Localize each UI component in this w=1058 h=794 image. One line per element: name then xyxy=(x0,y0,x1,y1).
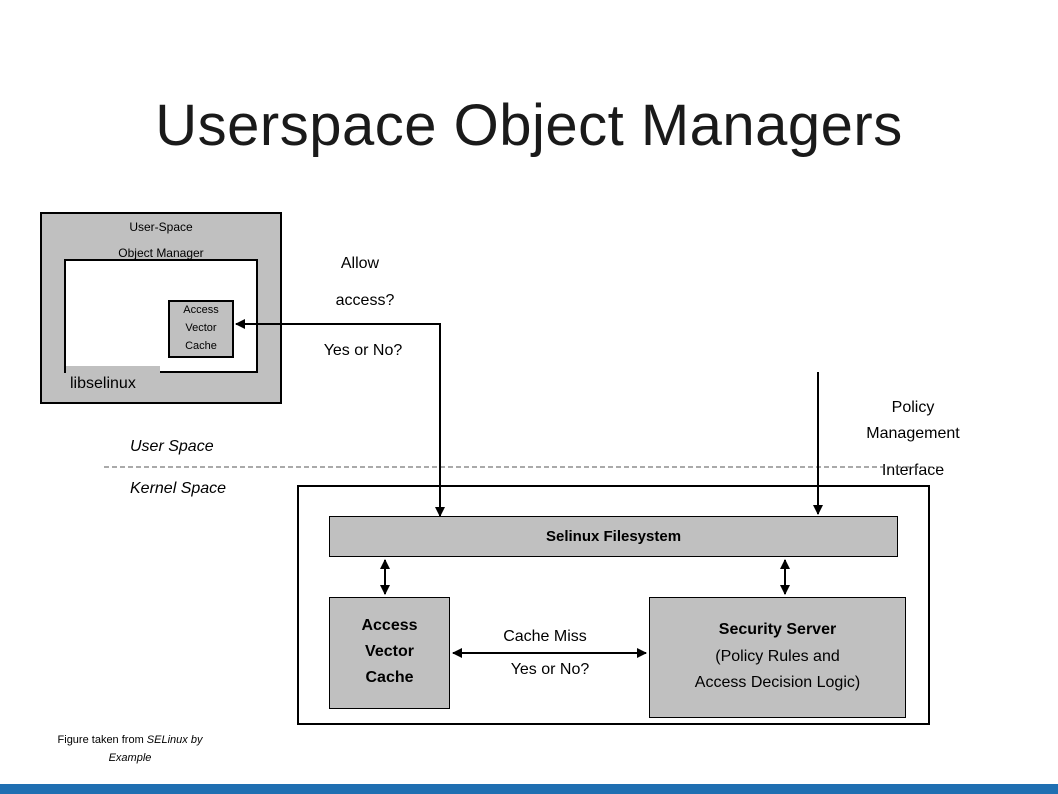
userspace-avc-label-3: Cache xyxy=(185,340,217,352)
user-space-label: User Space xyxy=(130,438,214,455)
security-server-box xyxy=(649,597,906,718)
query-label-1: Allow xyxy=(340,255,380,272)
userspace-manager-label-2: Object Manager xyxy=(118,246,204,260)
page-title: Userspace Object Managers xyxy=(155,93,903,158)
userspace-avc-box xyxy=(168,300,234,358)
figure-caption-line-2: Example xyxy=(108,752,152,764)
kernel-region-box xyxy=(297,485,930,725)
kernel-avc-box xyxy=(329,597,450,709)
cache-miss-label: Cache Miss xyxy=(503,628,587,645)
security-server-label-1: Security Server xyxy=(718,621,837,638)
libselinux-label: libselinux xyxy=(70,375,136,392)
userspace-manager-label-1: User-Space xyxy=(129,220,193,234)
userspace-avc-label-1: Access xyxy=(183,304,219,316)
security-server-label-2: (Policy Rules and xyxy=(715,648,840,665)
figure-caption-line-1: Figure taken from SELinux by xyxy=(30,734,230,746)
kernel-avc-label-2: Vector xyxy=(365,643,414,660)
libselinux-label-bg xyxy=(66,366,160,380)
selinux-filesystem-box xyxy=(329,516,898,557)
bottom-accent-bar xyxy=(0,784,1058,794)
policy-label-1: Policy xyxy=(891,399,935,416)
security-server-label-3: Access Decision Logic) xyxy=(694,674,861,691)
yes-no-label: Yes or No? xyxy=(510,661,590,678)
userspace-avc-label-2: Vector xyxy=(185,322,217,334)
policy-label-3: Interface xyxy=(881,462,945,479)
kernel-space-label: Kernel Space xyxy=(130,480,227,497)
caption-prefix: Figure taken from xyxy=(57,734,147,746)
policy-label-2: Management xyxy=(866,425,960,442)
kernel-avc-label-1: Access xyxy=(361,617,418,634)
query-label-2: access? xyxy=(335,292,395,309)
kernel-avc-label-3: Cache xyxy=(365,669,414,686)
caption-source-1: SELinux by xyxy=(146,734,203,746)
query-arrow xyxy=(235,319,445,517)
selinux-filesystem-label: Selinux Filesystem xyxy=(545,528,682,545)
